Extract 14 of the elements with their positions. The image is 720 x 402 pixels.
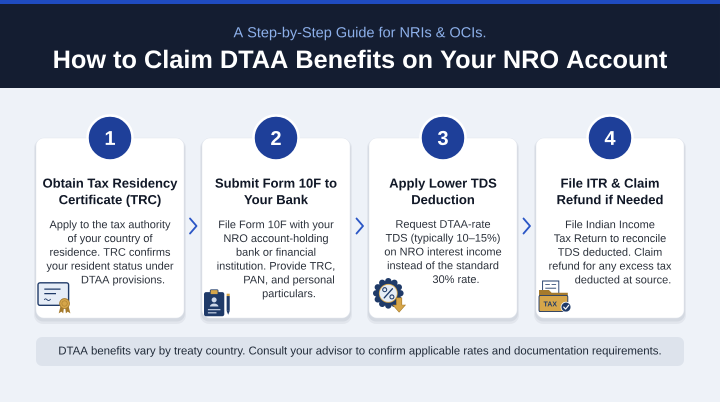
card-heading: Submit Form 10F to Your Bank bbox=[215, 178, 337, 204]
subtitle: A Step-by-Step Guide for NRIs & OCIs. bbox=[234, 26, 486, 40]
card-text: Request DTAA-rate TDS (typically 10–15%) on NRO interest income instead of the standard 30% rate. bbox=[384, 220, 502, 284]
card-text: Apply to the tax authority of your country of residence. TRC confirms your resident status under DTAA provisions. bbox=[46, 220, 174, 286]
card-text: File Indian Income Tax Return to reconcile TDS deducted. Claim refund for any excess tax deducted at source. bbox=[549, 220, 672, 284]
card-heading: File ITR & Claim Refund if Needed bbox=[557, 178, 663, 204]
note-banner: DTAA benefits vary by treaty country. Consult your advisor to confirm applicable rates and documentation requirements. bbox=[36, 337, 684, 366]
card-heading: Obtain Tax Residency Certificate (TRC) bbox=[43, 178, 178, 207]
card-heading: Apply Lower TDS Deduction bbox=[390, 178, 496, 204]
chevron-arrow bbox=[189, 218, 198, 234]
card-text: File Form 10F with your NRO account-holding bank or financial institution. Provide TRC, PAN, and personal particulars. bbox=[217, 220, 334, 300]
title: How to Claim DTAA Benefits on Your NRO Account bbox=[54, 50, 668, 68]
chevron-arrow bbox=[356, 218, 364, 234]
chevron-arrow bbox=[522, 218, 531, 234]
